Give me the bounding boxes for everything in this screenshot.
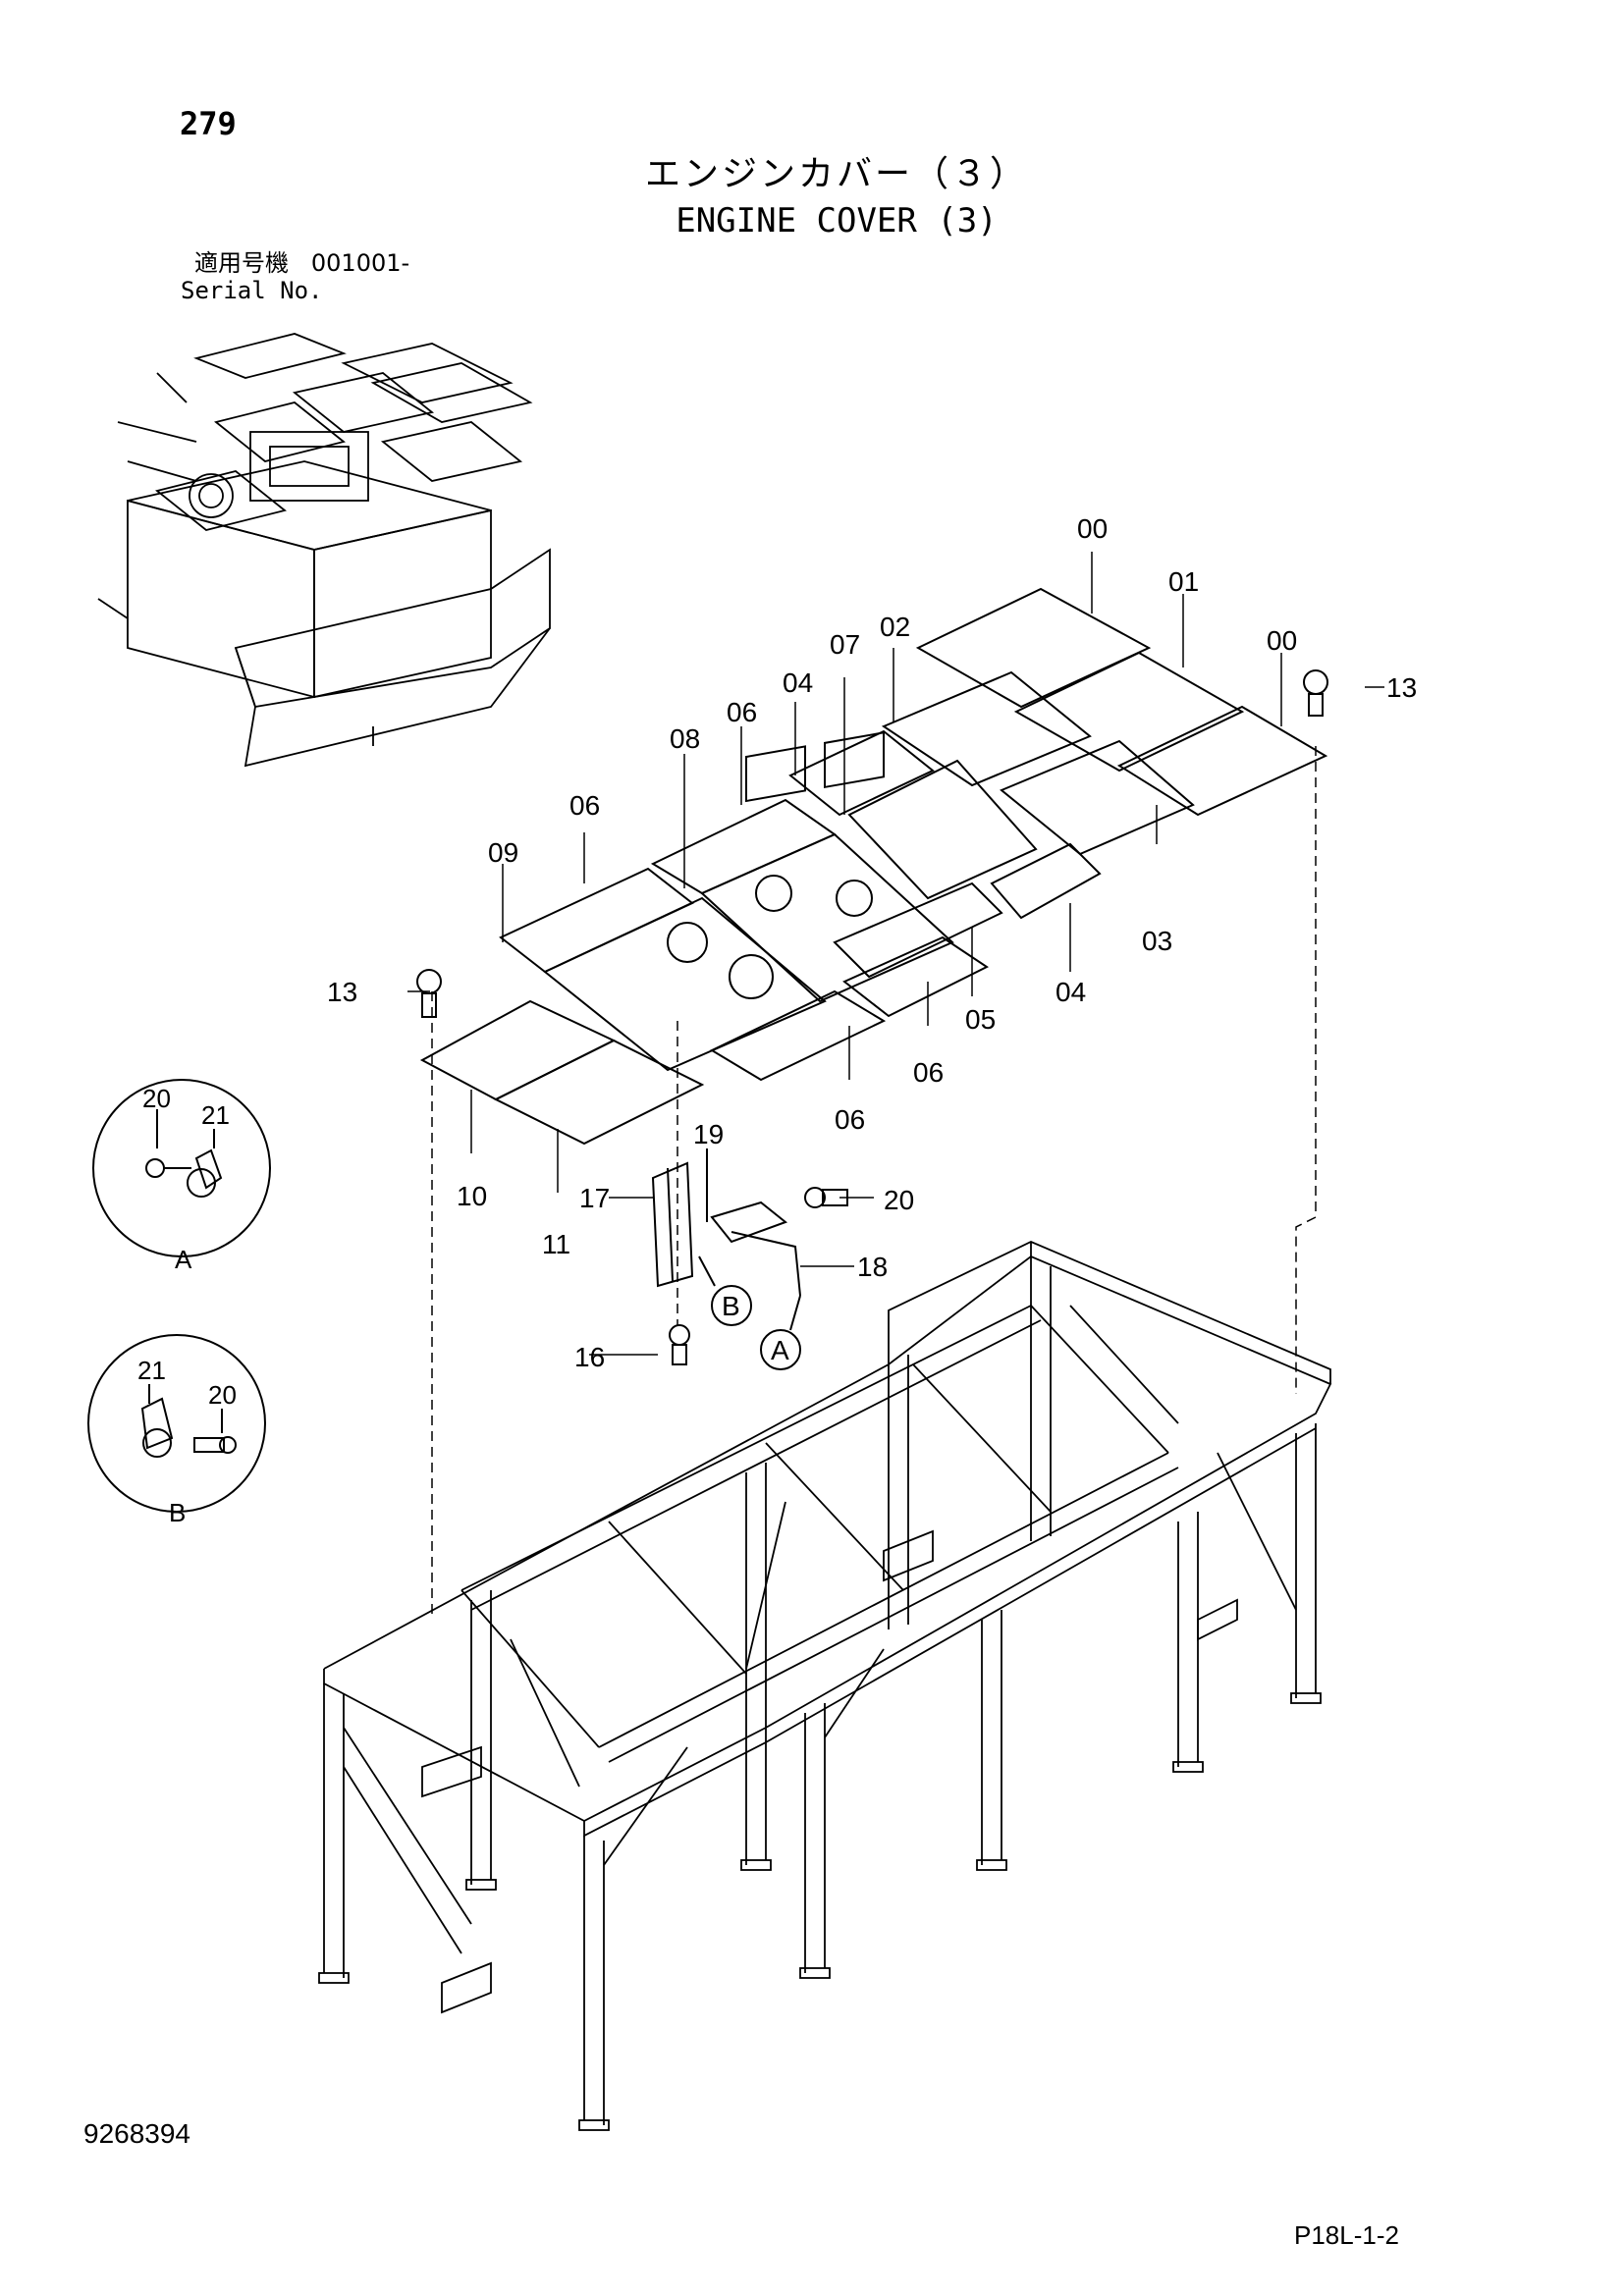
bracket-parts	[416, 669, 1328, 1365]
callout-00-front: 00	[1267, 625, 1297, 656]
callout-17: 17	[579, 1183, 610, 1213]
serial-label-jp-text: 適用号機	[194, 249, 289, 277]
callout-10: 10	[457, 1181, 487, 1211]
callout-07: 07	[830, 629, 860, 660]
document-number: 9268394	[83, 2118, 191, 2149]
callout-13-right: 13	[1386, 672, 1417, 703]
callout-05: 05	[965, 1004, 996, 1035]
mark-a: A	[771, 1335, 789, 1365]
detail-b-callout-20: 20	[208, 1380, 237, 1410]
panel-11	[493, 1039, 705, 1146]
panel-02	[881, 670, 1092, 787]
detail-a	[92, 1079, 271, 1257]
mark-b: B	[722, 1291, 740, 1321]
overview-sketch	[97, 333, 551, 768]
panel-06-bottom	[842, 935, 989, 1018]
panel-04-lower	[990, 842, 1102, 920]
callout-00-rear: 00	[1077, 513, 1108, 544]
detail-b-callout-21: 21	[137, 1356, 166, 1385]
panel-03	[1000, 739, 1195, 856]
detail-a-label: A	[175, 1245, 192, 1274]
callout-04-upper: 04	[783, 667, 813, 698]
serial-label-en: Serial No.	[181, 277, 323, 304]
panel-06-lower	[709, 989, 887, 1082]
callout-03: 03	[1142, 926, 1172, 956]
part-19-plate	[710, 1201, 788, 1244]
panel-01	[1013, 651, 1245, 773]
panel-05	[833, 881, 1003, 979]
callout-09: 09	[488, 837, 518, 868]
callout-20-main: 20	[884, 1185, 914, 1215]
part-18-rod	[731, 1231, 801, 1297]
panel-04-upper	[788, 729, 935, 817]
callout-13-left: 13	[327, 977, 357, 1007]
part-17-bracket	[651, 1161, 694, 1288]
panel-00-rear	[915, 587, 1152, 709]
callout-06-b: 06	[569, 790, 600, 821]
page-code: P18L-1-2	[1294, 2220, 1399, 2250]
callout-08: 08	[670, 723, 700, 754]
callout-19: 19	[693, 1119, 724, 1149]
callout-11: 11	[542, 1229, 570, 1259]
callout-18: 18	[857, 1252, 888, 1282]
cover-panels	[419, 587, 1328, 1146]
callout-06-d: 06	[835, 1104, 865, 1135]
callout-04-lower: 04	[1056, 977, 1086, 1007]
title-english: ENGINE COVER (3)	[676, 201, 998, 240]
callout-labels: 00 01 00 02 07 04 06 08 06 09 13 03 04 0…	[137, 513, 1417, 1527]
callout-16: 16	[574, 1342, 605, 1372]
title-japanese: エンジンカバー（３）	[644, 154, 1028, 194]
detail-b-label: B	[169, 1498, 186, 1527]
panel-00-front	[1116, 705, 1328, 817]
callout-02: 02	[880, 612, 910, 642]
detail-a-callout-21: 21	[201, 1100, 230, 1130]
panel-08	[700, 832, 954, 1003]
leader-lines	[407, 552, 1384, 1620]
detail-a-callout-20: 20	[142, 1084, 171, 1113]
serial-label-jp: 適用号機 001001-	[194, 251, 409, 275]
panel-09	[499, 867, 694, 974]
detail-b	[87, 1334, 266, 1513]
panel-06-mid	[543, 896, 827, 1072]
reference-marks	[698, 1255, 801, 1370]
page-number: 279	[180, 105, 237, 142]
serial-value: 001001-	[310, 249, 410, 277]
panel-07	[847, 759, 1038, 900]
callout-06-a: 06	[727, 697, 757, 727]
callout-06-c: 06	[913, 1057, 944, 1088]
base-frame	[318, 1241, 1332, 2131]
panel-10	[419, 999, 617, 1101]
callout-01: 01	[1168, 566, 1199, 597]
